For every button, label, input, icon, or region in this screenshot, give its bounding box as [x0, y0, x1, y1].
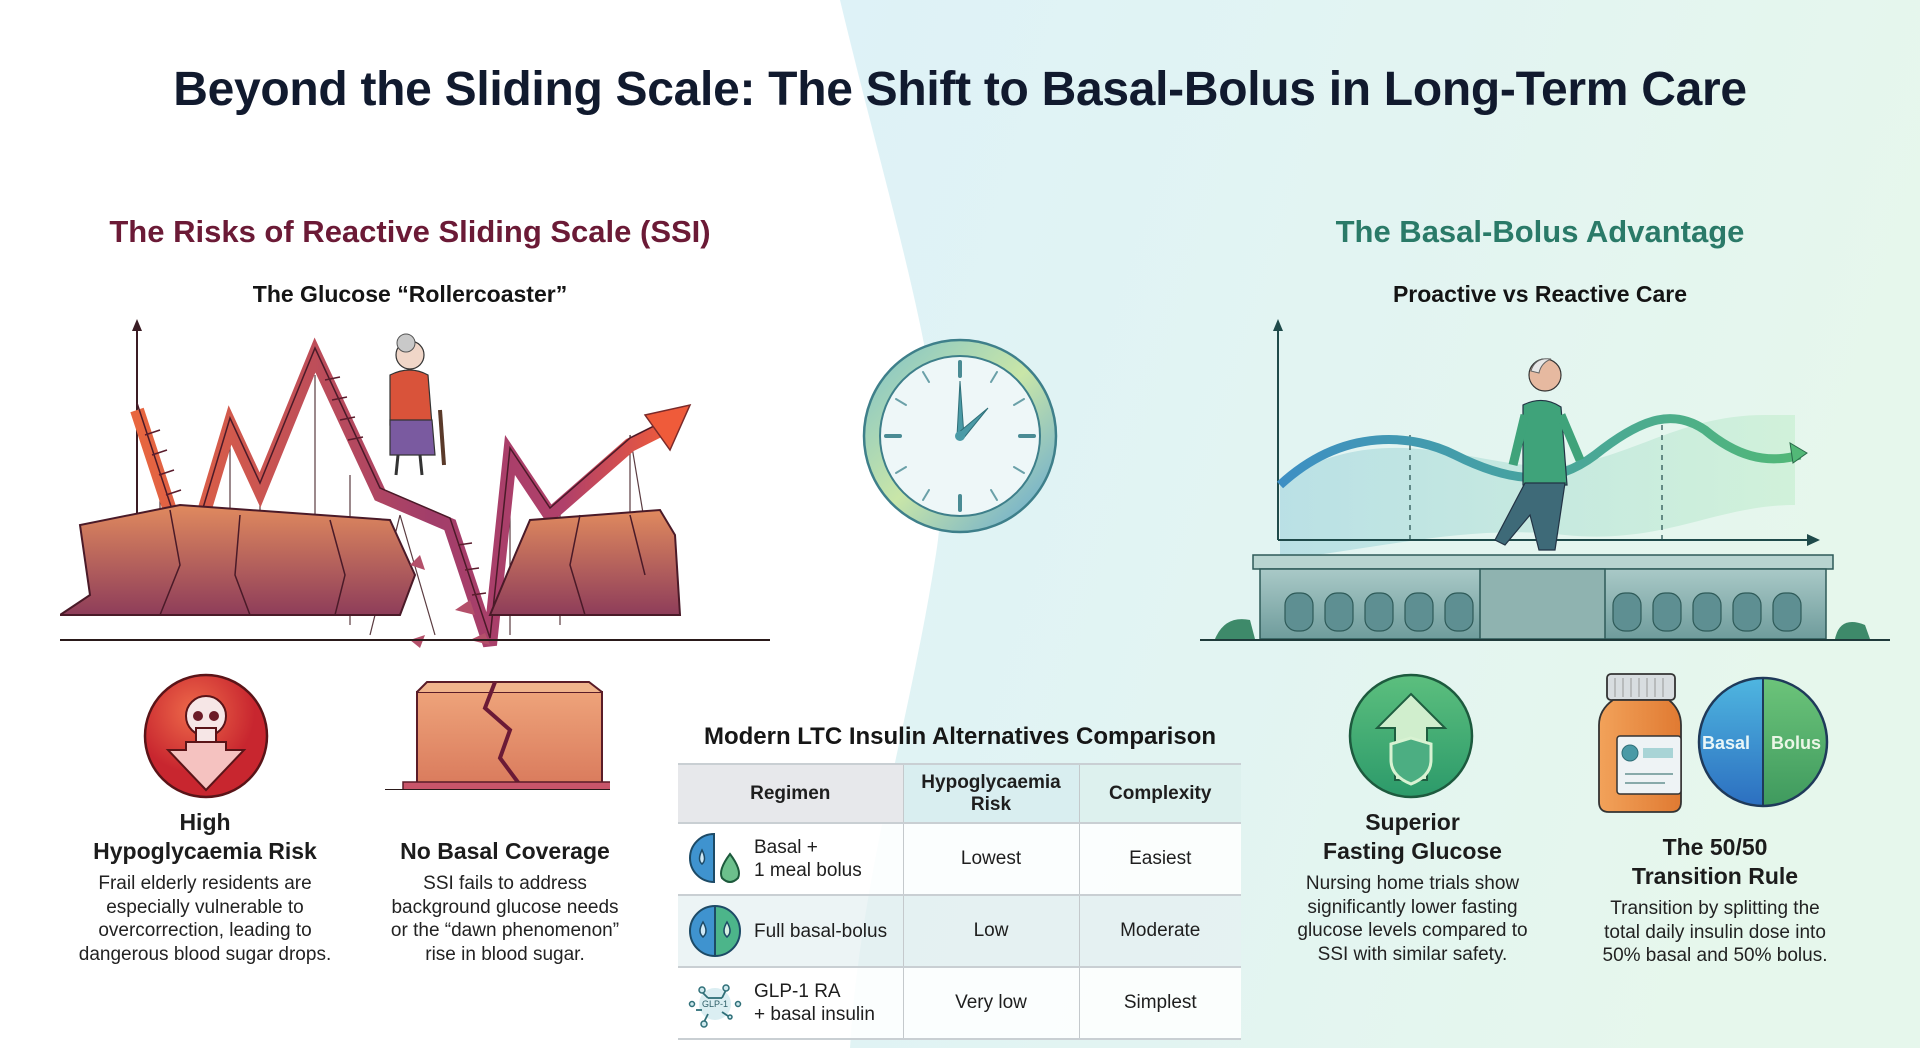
header-hypoglycaemia-risk: Hypoglycaemia Risk [902, 763, 1079, 824]
card-body-line: rise in blood sugar. [425, 943, 585, 965]
elderly-woman-figure [389, 333, 446, 476]
card-body-line: overcorrection, leading to [98, 920, 312, 941]
header-regimen: Regimen [678, 763, 903, 824]
card-body-line: glucose levels compared to [1297, 920, 1528, 941]
card-50-50-transition-rule: The 50/50 Transition Rule Transition by … [1565, 833, 1865, 968]
table-row: Full basal-bolus Low Moderate [678, 894, 1241, 968]
regimen-line: Full basal-bolus [754, 920, 888, 942]
comparison-table-title: Modern LTC Insulin Alternatives Comparis… [703, 723, 1217, 750]
comparison-table: Regimen Hypoglycaemia Risk Complexity Ba… [678, 763, 1241, 1040]
card-body-line: 50% basal and 50% bolus. [1602, 945, 1828, 966]
split-label-bolus: Bolus [1771, 733, 1821, 753]
card-body-line: total daily insulin dose into [1604, 921, 1826, 943]
card-hypoglycaemia-risk: High Hypoglycaemia Risk Frail elderly re… [50, 808, 360, 966]
cracked-block-icon [385, 681, 610, 790]
steady-glucose-illustration [1200, 319, 1890, 641]
complexity-cell: Simplest [1078, 966, 1241, 1040]
card-body-line: or the “dawn phenomenon” [390, 920, 620, 941]
page-title: Beyond the Sliding Scale: The Shift to B… [173, 63, 1747, 116]
card-body-line: SSI with similar safety. [1317, 943, 1508, 965]
card-title: High [179, 809, 231, 835]
svg-text:GLP-1: GLP-1 [702, 999, 728, 1009]
skull-down-arrow-icon [143, 673, 269, 799]
up-arrow-shield-icon [1348, 673, 1474, 799]
card-body-line: SSI fails to address [423, 873, 587, 894]
card-body-line: significantly lower fasting [1307, 896, 1518, 918]
glp1-molecule-icon: GLP-1 [688, 984, 742, 1028]
rollercoaster-illustration [60, 319, 770, 648]
right-section-subheading: Proactive vs Reactive Care [1392, 281, 1688, 307]
left-section-heading: The Risks of Reactive Sliding Scale (SSI… [109, 214, 711, 249]
regimen-line: GLP-1 RA [754, 981, 841, 1002]
card-body-line: Frail elderly residents are [98, 873, 312, 894]
complexity-cell: Easiest [1078, 822, 1241, 896]
complexity-cell: Moderate [1078, 894, 1241, 968]
elderly-man-figure [1494, 358, 1585, 551]
right-section-heading: The Basal-Bolus Advantage [1335, 214, 1745, 249]
card-body-line: especially vulnerable to [106, 896, 304, 918]
card-body-line: dangerous blood sugar drops. [78, 943, 332, 965]
split-label-basal: Basal [1702, 733, 1750, 753]
card-title [360, 808, 650, 837]
table-row: GLP-1 GLP-1 RA + basal insulin Very low … [678, 966, 1241, 1040]
card-title: Hypoglycaemia Risk [93, 838, 317, 864]
header-complexity: Complexity [1078, 763, 1241, 824]
card-title: Fasting Glucose [1323, 838, 1502, 864]
regimen-line: Basal + [754, 837, 818, 858]
card-no-basal-coverage: No Basal Coverage SSI fails to address b… [360, 808, 650, 966]
card-title: No Basal Coverage [400, 838, 610, 864]
table-header-row: Regimen Hypoglycaemia Risk Complexity [678, 763, 1241, 824]
card-body-line: Transition by splitting the [1610, 898, 1820, 919]
pill-bottle-and-split-circle-icon: Basal Bolus [1598, 673, 1829, 813]
risk-cell: Low [902, 894, 1079, 968]
regimen-line: + basal insulin [754, 1004, 875, 1025]
split-basal-bolus-circle-icon [689, 905, 741, 957]
card-title: Superior [1365, 809, 1460, 835]
card-body-line: Nursing home trials show [1305, 873, 1520, 894]
basal-plus-drop-icon [689, 832, 740, 884]
card-title: The 50/50 [1662, 834, 1768, 860]
left-section-subheading: The Glucose “Rollercoaster” [252, 281, 568, 307]
card-body-line: background glucose needs [391, 896, 619, 918]
table-row: Basal + 1 meal bolus Lowest Easiest [678, 822, 1241, 896]
risk-cell: Lowest [902, 822, 1079, 896]
risk-cell: Very low [902, 966, 1079, 1040]
clock-icon [862, 338, 1058, 534]
card-superior-fasting-glucose: Superior Fasting Glucose Nursing home tr… [1270, 808, 1555, 966]
regimen-line: 1 meal bolus [754, 860, 862, 881]
card-title: Transition Rule [1631, 863, 1799, 889]
